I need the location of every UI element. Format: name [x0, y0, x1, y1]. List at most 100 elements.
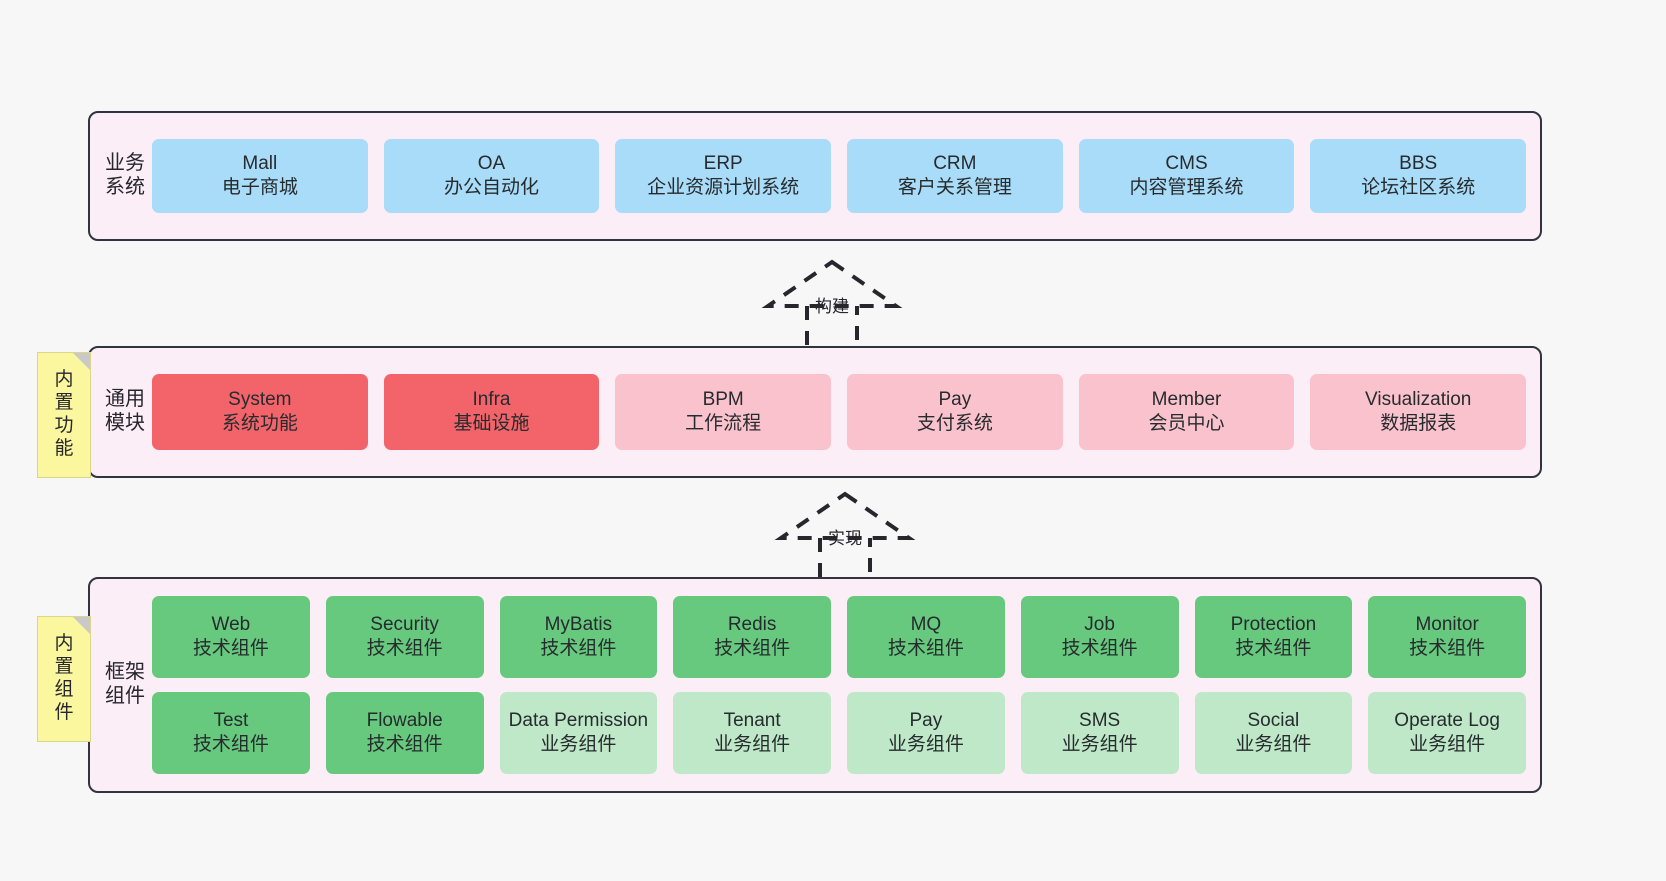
module-card-infra[interactable]: Infra 基础设施: [383, 374, 600, 450]
framework-business-row: Test 技术组件 Flowable 技术组件 Data Permission …: [152, 692, 1526, 774]
build-arrow-label: 构建: [815, 297, 849, 316]
framework-card-sms-desc: 业务组件: [1061, 734, 1138, 755]
build-arrow-glyph: [761, 259, 903, 350]
business-card-bbs-name: BBS: [1399, 152, 1438, 174]
common-module-layer-label: 通用模块: [105, 388, 145, 434]
framework-card-flowable-desc: 技术组件: [366, 734, 443, 755]
module-card-infra-name: Infra: [472, 388, 511, 410]
framework-component-items: Web 技术组件 Security 技术组件 MyBatis 技术组件 Redi…: [146, 596, 1540, 774]
note-fold-corner-icon: [73, 353, 90, 370]
module-card-member-name: Member: [1151, 388, 1222, 410]
framework-card-tenant-name: Tenant: [723, 709, 781, 731]
framework-card-job[interactable]: Job 技术组件: [1020, 596, 1179, 678]
module-card-visualization-name: Visualization: [1365, 388, 1472, 410]
note-fold-corner-icon: [73, 617, 90, 634]
framework-card-web[interactable]: Web 技术组件: [152, 596, 310, 678]
business-card-mall-name: Mall: [242, 152, 278, 174]
framework-card-tenant[interactable]: Tenant 业务组件: [673, 692, 831, 774]
framework-card-mybatis-name: MyBatis: [544, 613, 613, 635]
framework-card-redis[interactable]: Redis 技术组件: [673, 596, 831, 678]
module-card-member[interactable]: Member 会员中心: [1078, 374, 1295, 450]
framework-tech-row: Web 技术组件 Security 技术组件 MyBatis 技术组件 Redi…: [152, 596, 1526, 678]
business-card-erp-name: ERP: [703, 152, 743, 174]
framework-card-pay-name: Pay: [909, 709, 943, 731]
module-card-bpm-name: BPM: [702, 388, 744, 410]
framework-card-protection[interactable]: Protection 技术组件: [1194, 596, 1353, 678]
framework-card-redis-desc: 技术组件: [714, 638, 791, 659]
implement-relation-arrow: 实现: [770, 490, 920, 582]
framework-card-mq[interactable]: MQ 技术组件: [847, 596, 1005, 678]
business-card-crm-desc: 客户关系管理: [897, 177, 1012, 198]
module-card-system[interactable]: System 系统功能: [152, 374, 368, 450]
business-system-row: Mall 电子商城 OA 办公自动化 ERP 企业资源计划系统 CRM 客户关系…: [152, 139, 1527, 213]
module-card-visualization-desc: 数据报表: [1380, 413, 1457, 434]
framework-card-social[interactable]: Social 业务组件: [1194, 692, 1353, 774]
framework-card-pay-desc: 业务组件: [887, 734, 964, 755]
business-card-crm-name: CRM: [933, 152, 977, 174]
implement-arrow-label: 实现: [828, 529, 862, 548]
business-card-cms-desc: 内容管理系统: [1129, 177, 1244, 198]
framework-card-mq-desc: 技术组件: [887, 638, 964, 659]
framework-card-data-permission[interactable]: Data Permission 业务组件: [499, 692, 658, 774]
business-card-oa[interactable]: OA 办公自动化: [383, 139, 600, 213]
module-card-pay[interactable]: Pay 支付系统: [847, 374, 1063, 450]
business-card-erp[interactable]: ERP 企业资源计划系统: [615, 139, 832, 213]
framework-card-social-name: Social: [1247, 709, 1300, 731]
business-card-mall[interactable]: Mall 电子商城: [152, 139, 368, 213]
framework-card-web-name: Web: [211, 613, 251, 635]
framework-card-tenant-desc: 业务组件: [714, 734, 791, 755]
framework-card-data-permission-desc: 业务组件: [540, 734, 617, 755]
business-card-cms-name: CMS: [1165, 152, 1208, 174]
common-module-row: System 系统功能 Infra 基础设施 BPM 工作流程 Pay 支付系统…: [152, 374, 1527, 450]
module-card-bpm-desc: 工作流程: [685, 413, 762, 434]
framework-component-layer-label: 框架组件: [105, 661, 145, 707]
framework-card-data-permission-name: Data Permission: [508, 709, 649, 731]
framework-card-sms[interactable]: SMS 业务组件: [1020, 692, 1179, 774]
common-module-layer: 通用模块 System 系统功能 Infra 基础设施 BPM 工作流程 Pay…: [88, 346, 1542, 478]
module-card-system-desc: 系统功能: [221, 413, 298, 434]
module-card-bpm[interactable]: BPM 工作流程: [615, 374, 832, 450]
module-card-pay-name: Pay: [938, 388, 972, 410]
framework-card-mybatis[interactable]: MyBatis 技术组件: [499, 596, 658, 678]
framework-card-security-name: Security: [370, 613, 439, 635]
framework-card-operate-log-desc: 业务组件: [1409, 734, 1486, 755]
business-card-bbs-desc: 论坛社区系统: [1361, 177, 1476, 198]
framework-card-monitor-desc: 技术组件: [1409, 638, 1486, 659]
business-system-layer: 业务系统 Mall 电子商城 OA 办公自动化 ERP 企业资源计划系统 CRM…: [88, 111, 1542, 241]
framework-card-monitor-name: Monitor: [1415, 613, 1479, 635]
note-builtin-components-text: 内置组件: [54, 633, 74, 723]
module-card-member-desc: 会员中心: [1148, 413, 1225, 434]
framework-card-test[interactable]: Test 技术组件: [152, 692, 310, 774]
business-card-mall-desc: 电子商城: [221, 177, 298, 198]
business-system-layer-label: 业务系统: [105, 152, 145, 198]
module-card-pay-desc: 支付系统: [916, 413, 993, 434]
framework-card-mq-name: MQ: [910, 613, 942, 635]
framework-card-monitor[interactable]: Monitor 技术组件: [1368, 596, 1526, 678]
business-card-crm[interactable]: CRM 客户关系管理: [847, 139, 1063, 213]
note-builtin-components: 内置组件: [37, 616, 91, 742]
module-card-visualization[interactable]: Visualization 数据报表: [1310, 374, 1527, 450]
framework-card-job-desc: 技术组件: [1061, 638, 1138, 659]
module-card-infra-desc: 基础设施: [453, 413, 530, 434]
build-relation-arrow: 构建: [757, 258, 907, 350]
common-module-items: System 系统功能 Infra 基础设施 BPM 工作流程 Pay 支付系统…: [146, 374, 1540, 450]
business-system-items: Mall 电子商城 OA 办公自动化 ERP 企业资源计划系统 CRM 客户关系…: [146, 139, 1540, 213]
framework-card-web-desc: 技术组件: [192, 638, 269, 659]
business-card-bbs[interactable]: BBS 论坛社区系统: [1310, 139, 1527, 213]
framework-card-security[interactable]: Security 技术组件: [325, 596, 484, 678]
framework-card-operate-log[interactable]: Operate Log 业务组件: [1368, 692, 1526, 774]
framework-card-security-desc: 技术组件: [366, 638, 443, 659]
framework-card-test-desc: 技术组件: [192, 734, 269, 755]
framework-card-redis-name: Redis: [727, 613, 777, 635]
implement-arrow-glyph: [774, 491, 916, 582]
framework-card-protection-desc: 技术组件: [1235, 638, 1312, 659]
framework-card-flowable-name: Flowable: [366, 709, 443, 731]
business-card-cms[interactable]: CMS 内容管理系统: [1078, 139, 1295, 213]
business-card-oa-desc: 办公自动化: [444, 177, 540, 198]
note-builtin-functions-text: 内置功能: [54, 369, 74, 459]
framework-card-flowable[interactable]: Flowable 技术组件: [325, 692, 484, 774]
framework-card-pay[interactable]: Pay 业务组件: [847, 692, 1005, 774]
business-card-oa-name: OA: [477, 152, 506, 174]
framework-card-social-desc: 业务组件: [1235, 734, 1312, 755]
